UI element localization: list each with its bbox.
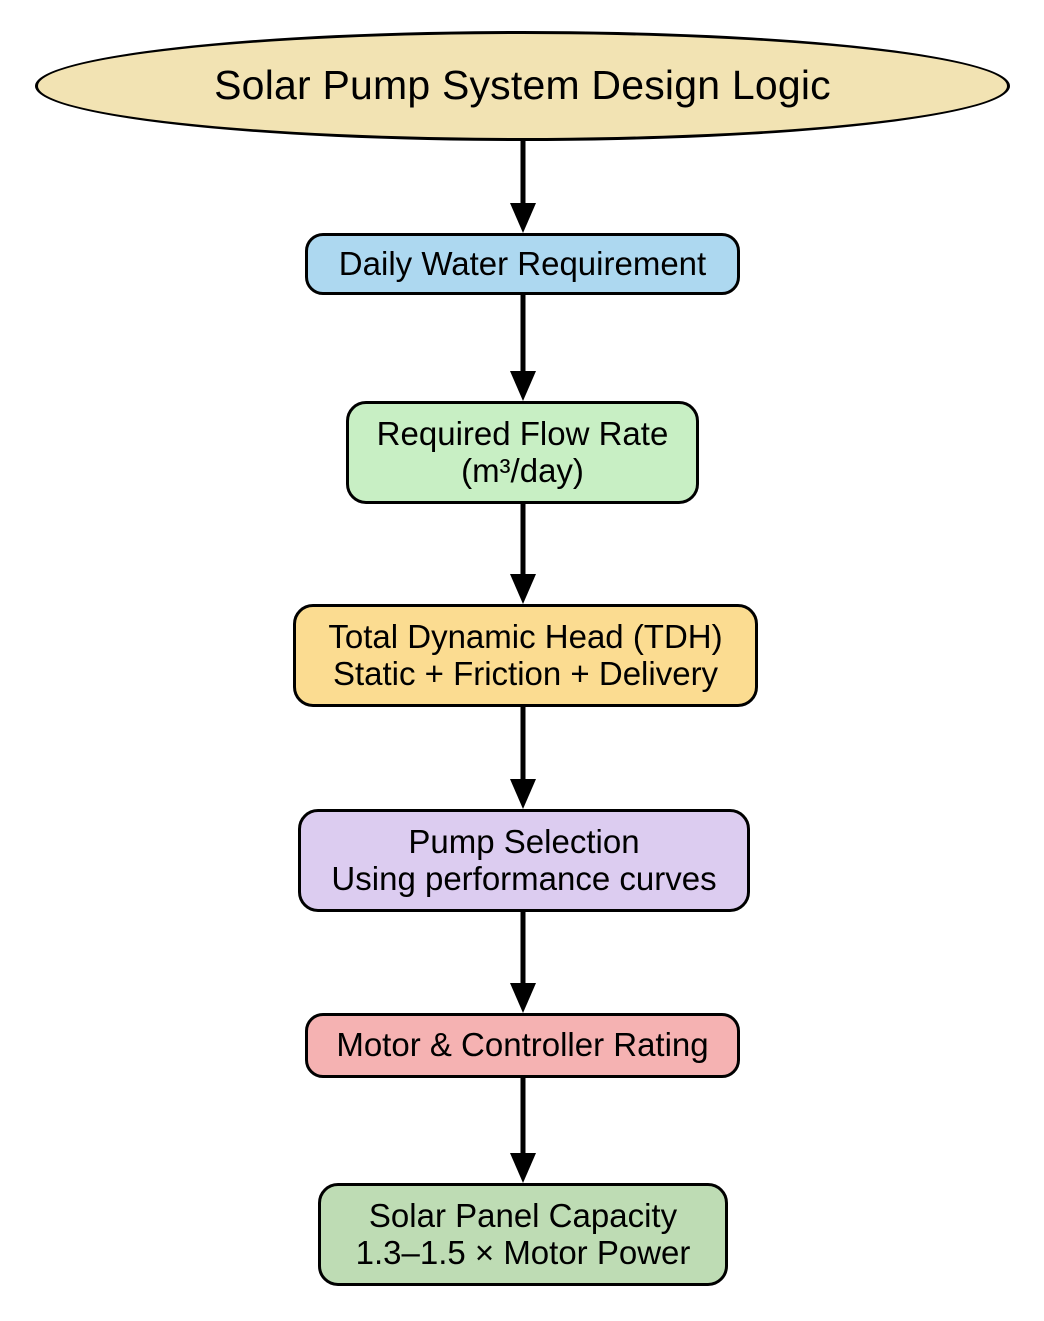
node-pump-selection[interactable]: Pump Selection Using performance curves — [298, 809, 750, 912]
node-title-label: Solar Pump System Design Logic — [214, 62, 831, 109]
node-required-flow-rate[interactable]: Required Flow Rate (m³/day) — [346, 401, 699, 504]
node-title[interactable]: Solar Pump System Design Logic — [35, 31, 1010, 141]
node-daily-water-requirement-label: Daily Water Requirement — [338, 244, 707, 282]
node-required-flow-rate-label-line-2: (m³/day) — [461, 451, 584, 489]
node-total-dynamic-head[interactable]: Total Dynamic Head (TDH) Static + Fricti… — [293, 604, 758, 707]
edge-motor-controller-rating-to-solar-panel-capacity — [505, 1078, 541, 1183]
edge-pump-selection-to-motor-controller-rating — [505, 912, 541, 1013]
node-pump-selection-label-line-2: Using performance curves — [331, 859, 717, 897]
node-motor-controller-rating-label: Motor & Controller Rating — [336, 1026, 709, 1064]
node-motor-controller-rating[interactable]: Motor & Controller Rating — [305, 1013, 740, 1078]
node-total-dynamic-head-label-line-2: Static + Friction + Delivery — [332, 654, 719, 692]
node-solar-panel-capacity-label-line-1: Solar Panel Capacity — [368, 1196, 678, 1234]
node-pump-selection-label-line-1: Pump Selection — [408, 822, 640, 860]
node-total-dynamic-head-label-line-1: Total Dynamic Head (TDH) — [328, 617, 723, 655]
edge-daily-water-requirement-to-required-flow-rate — [505, 295, 541, 401]
node-solar-panel-capacity-label-line-2: 1.3–1.5 × Motor Power — [355, 1233, 691, 1271]
node-daily-water-requirement[interactable]: Daily Water Requirement — [305, 233, 740, 295]
node-required-flow-rate-label-line-1: Required Flow Rate — [376, 414, 669, 452]
edge-title-to-daily-water-requirement — [505, 141, 541, 233]
edge-total-dynamic-head-to-pump-selection — [505, 707, 541, 809]
node-solar-panel-capacity[interactable]: Solar Panel Capacity 1.3–1.5 × Motor Pow… — [318, 1183, 728, 1286]
edge-required-flow-rate-to-total-dynamic-head — [505, 504, 541, 604]
